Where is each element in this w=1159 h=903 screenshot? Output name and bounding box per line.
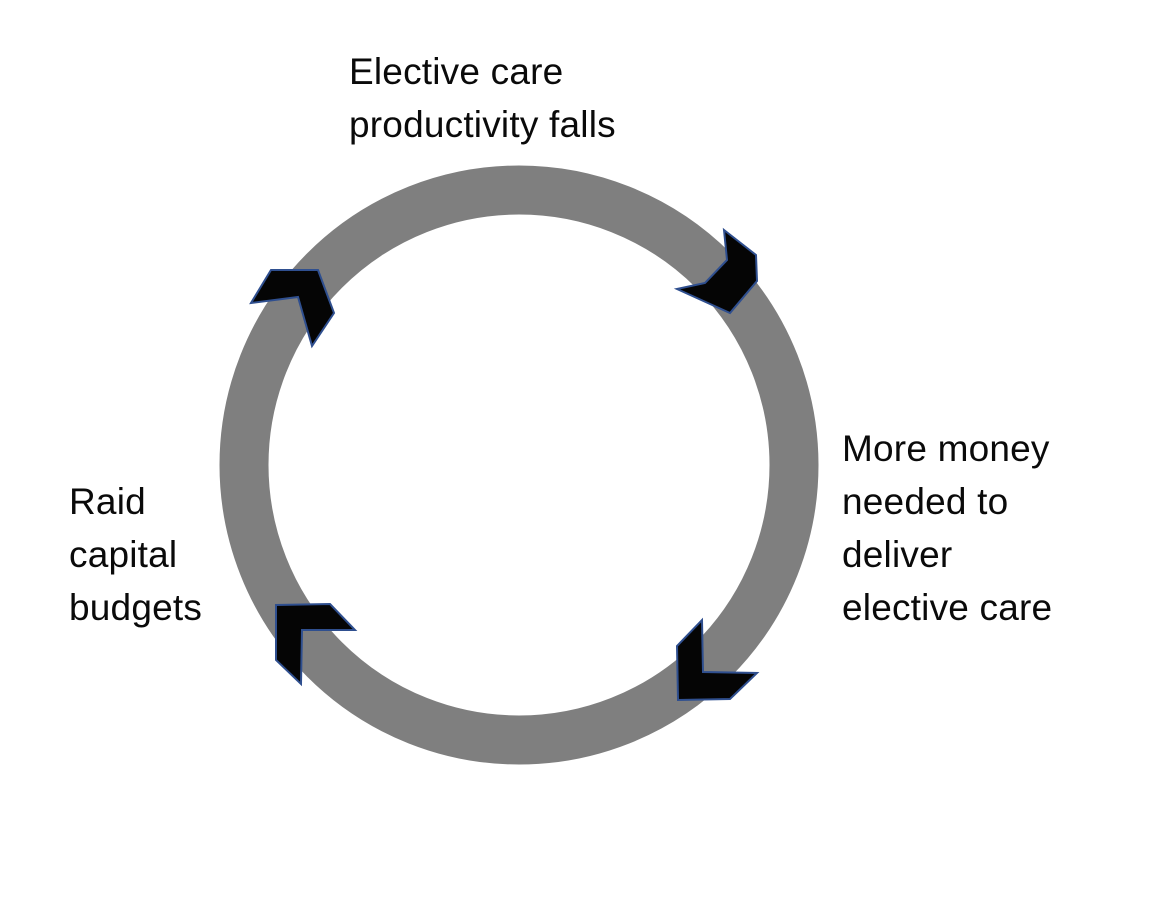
- cycle-arrow-top-left-icon: [249, 269, 336, 349]
- node-label-productivity-falls: Elective care productivity falls: [349, 45, 616, 151]
- node-label-line: More money: [842, 428, 1050, 469]
- node-label-line: budgets: [69, 587, 203, 628]
- cycle-ring: [219, 165, 819, 765]
- node-label-line: Raid: [69, 481, 146, 522]
- node-label-raid-budgets: Raid capital budgets: [69, 475, 202, 634]
- node-label-line: Elective care: [349, 51, 564, 92]
- node-label-line: needed to: [842, 481, 1009, 522]
- node-label-more-money: More money needed to deliver elective ca…: [842, 422, 1052, 634]
- node-label-line: deliver: [842, 534, 953, 575]
- cycle-arrow-bottom-right-icon: [675, 617, 760, 702]
- cycle-arrow-top-right-icon: [673, 227, 759, 315]
- node-label-line: elective care: [842, 587, 1053, 628]
- node-label-line: capital: [69, 534, 178, 575]
- node-label-line: productivity falls: [349, 104, 616, 145]
- cycle-arrow-bottom-left-icon: [275, 602, 358, 687]
